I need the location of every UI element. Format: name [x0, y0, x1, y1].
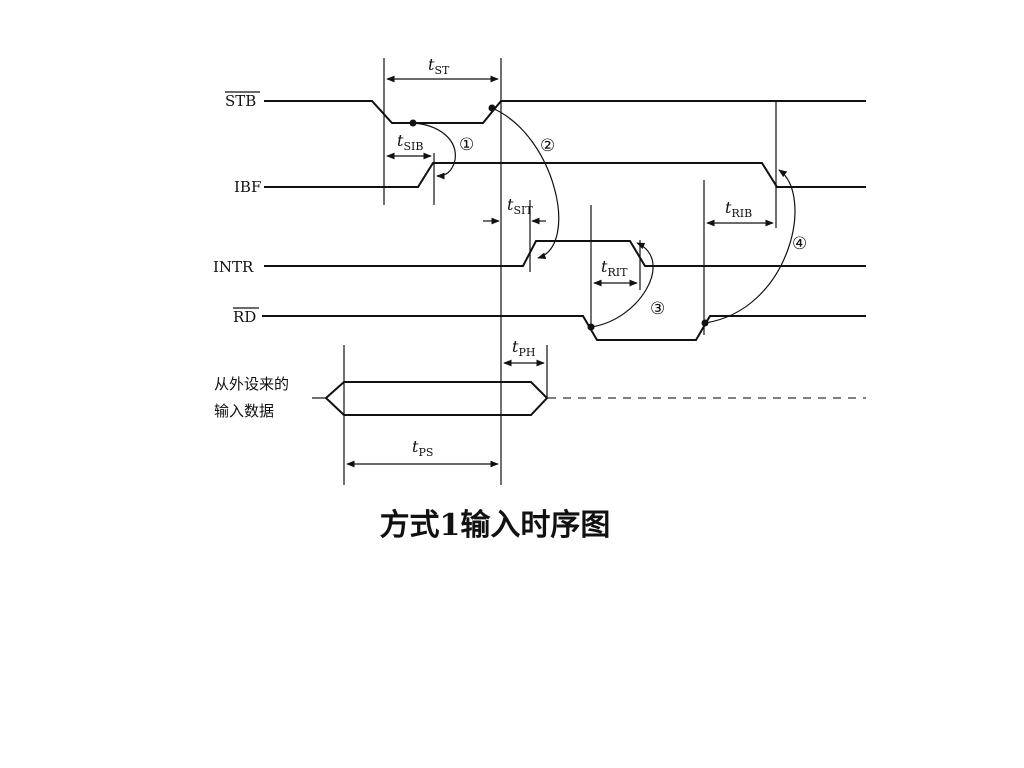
rd-waveform	[262, 315, 866, 341]
data-label-line2: 输入数据	[214, 402, 274, 420]
causal-arrow-2	[491, 107, 560, 259]
event-dot-stb-low	[409, 119, 417, 127]
event-dot-stb-rise	[488, 104, 496, 112]
ibf-label: IBF	[234, 178, 261, 196]
event-dot-rd-rise	[701, 319, 709, 327]
causal-arrow-4	[704, 169, 796, 324]
t-rib-label: tRIB	[725, 198, 752, 220]
causal-arrow-3	[590, 242, 654, 328]
intr-waveform	[264, 240, 866, 267]
t-sib-label: tSIB	[397, 131, 423, 153]
rd-label: RD	[233, 308, 256, 326]
intr-label: INTR	[213, 258, 254, 276]
step-2-marker: ②	[540, 136, 555, 156]
t-st-label: tST	[428, 55, 450, 77]
data-label-line1: 从外设来的	[214, 375, 289, 393]
data-waveform	[324, 381, 549, 416]
t-sit-label: tSIT	[507, 195, 533, 217]
t-ph-label: tPH	[512, 337, 535, 359]
t-rit-label: tRIT	[601, 257, 628, 279]
step-1-marker: ①	[459, 135, 474, 155]
stb-waveform	[264, 100, 866, 124]
stb-label: STB	[225, 92, 256, 110]
t-ps-label: tPS	[412, 437, 433, 459]
diagram-caption: 方式1输入时序图	[379, 508, 611, 543]
event-dot-rd-fall	[587, 323, 595, 331]
step-4-marker: ④	[792, 234, 807, 254]
step-3-marker: ③	[650, 299, 665, 319]
causal-arrow-1	[412, 122, 456, 180]
